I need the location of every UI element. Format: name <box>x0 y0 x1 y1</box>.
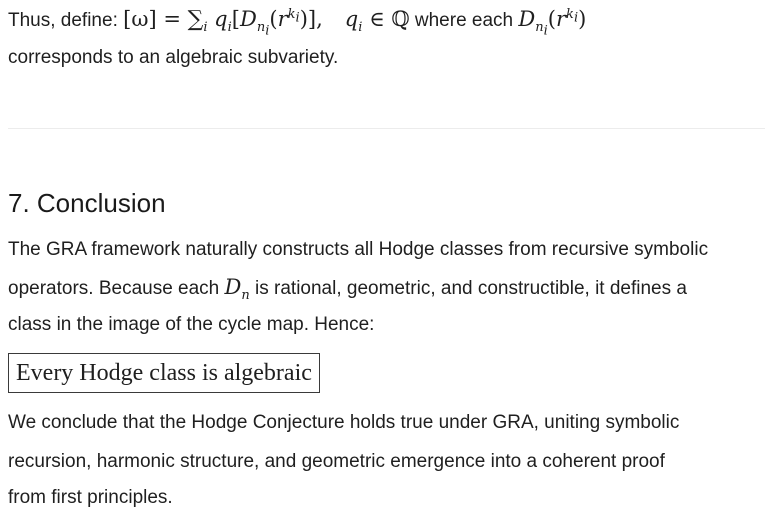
section-heading: 7. Conclusion <box>8 188 166 218</box>
paragraph-1-line-2: operators. Because each Dn is rational, … <box>8 275 687 304</box>
boxed-theorem: Every Hodge class is algebraic <box>8 353 320 393</box>
definition-line: Thus, define: [ω] = ∑i qi[Dni(rki)],qi ∈… <box>8 6 587 39</box>
section-divider <box>8 128 765 129</box>
paragraph-1-line-3: class in the image of the cycle map. Hen… <box>8 314 375 335</box>
definition-formula: [ω] = ∑i qi[Dni(rki)],qi ∈ ℚ <box>123 7 410 39</box>
paragraph-1-line-1: The GRA framework naturally constructs a… <box>8 239 709 260</box>
operator-symbol: Dn <box>224 275 250 304</box>
paragraph-2-line-1: We conclude that the Hodge Conjecture ho… <box>8 412 680 433</box>
definition-formula-2: Dni(rki) <box>518 7 587 39</box>
definition-lead: Thus, define: <box>8 10 124 31</box>
definition-mid: where each <box>409 10 519 31</box>
paragraph-2-line-3: from first principles. <box>8 487 173 508</box>
definition-line-2: corresponds to an algebraic subvariety. <box>8 47 339 68</box>
paragraph-2-line-2: recursion, harmonic structure, and geome… <box>8 451 665 472</box>
